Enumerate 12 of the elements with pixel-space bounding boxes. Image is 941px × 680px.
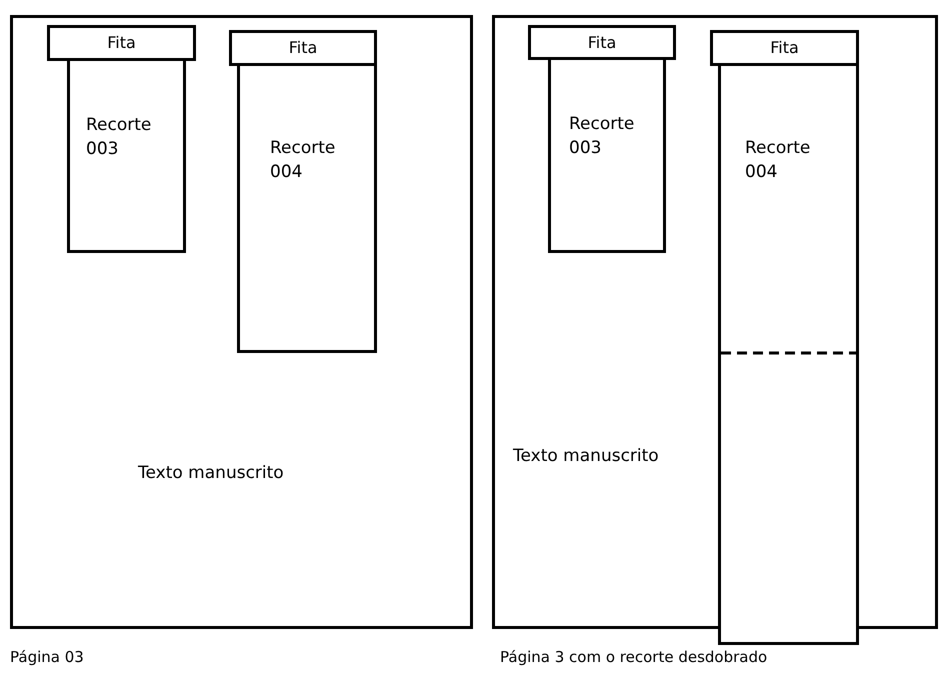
paper-clipping: Recorte 004 [237,63,377,353]
page-caption: Página 3 com o recorte desdobrado [500,648,768,666]
handwritten-text-label: Texto manuscrito [138,463,284,483]
tape-strip: Fita [528,25,676,60]
paper-clipping: Recorte 003 [548,57,666,253]
handwritten-text-label: Texto manuscrito [513,446,659,466]
page-sheet [10,15,473,629]
paper-clipping: Recorte 003 [67,58,186,253]
tape-strip: Fita [710,30,859,66]
tape-strip: Fita [47,25,196,61]
page-caption: Página 03 [10,648,84,666]
tape-strip: Fita [229,30,377,66]
